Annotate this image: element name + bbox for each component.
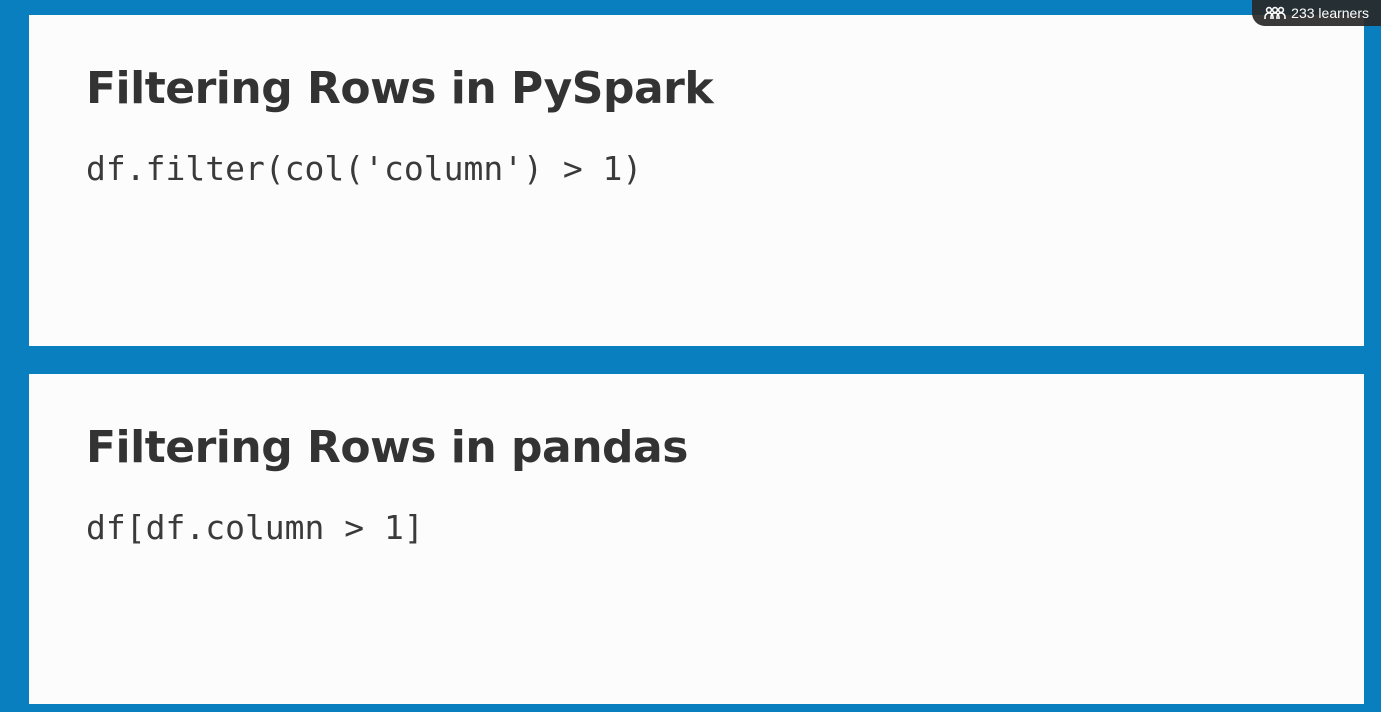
learners-count-text: 233 learners	[1291, 5, 1369, 21]
learners-count-badge: 233 learners	[1252, 0, 1381, 26]
slide-panel-pyspark: Filtering Rows in PySpark df.filter(col(…	[29, 15, 1364, 346]
slide-title: Filtering Rows in PySpark	[86, 63, 714, 114]
code-snippet: df[df.column > 1]	[86, 508, 424, 547]
people-icon	[1264, 6, 1286, 20]
slide-title: Filtering Rows in pandas	[86, 422, 688, 473]
slide-panel-pandas: Filtering Rows in pandas df[df.column > …	[29, 374, 1364, 704]
code-snippet: df.filter(col('column') > 1)	[86, 149, 643, 188]
